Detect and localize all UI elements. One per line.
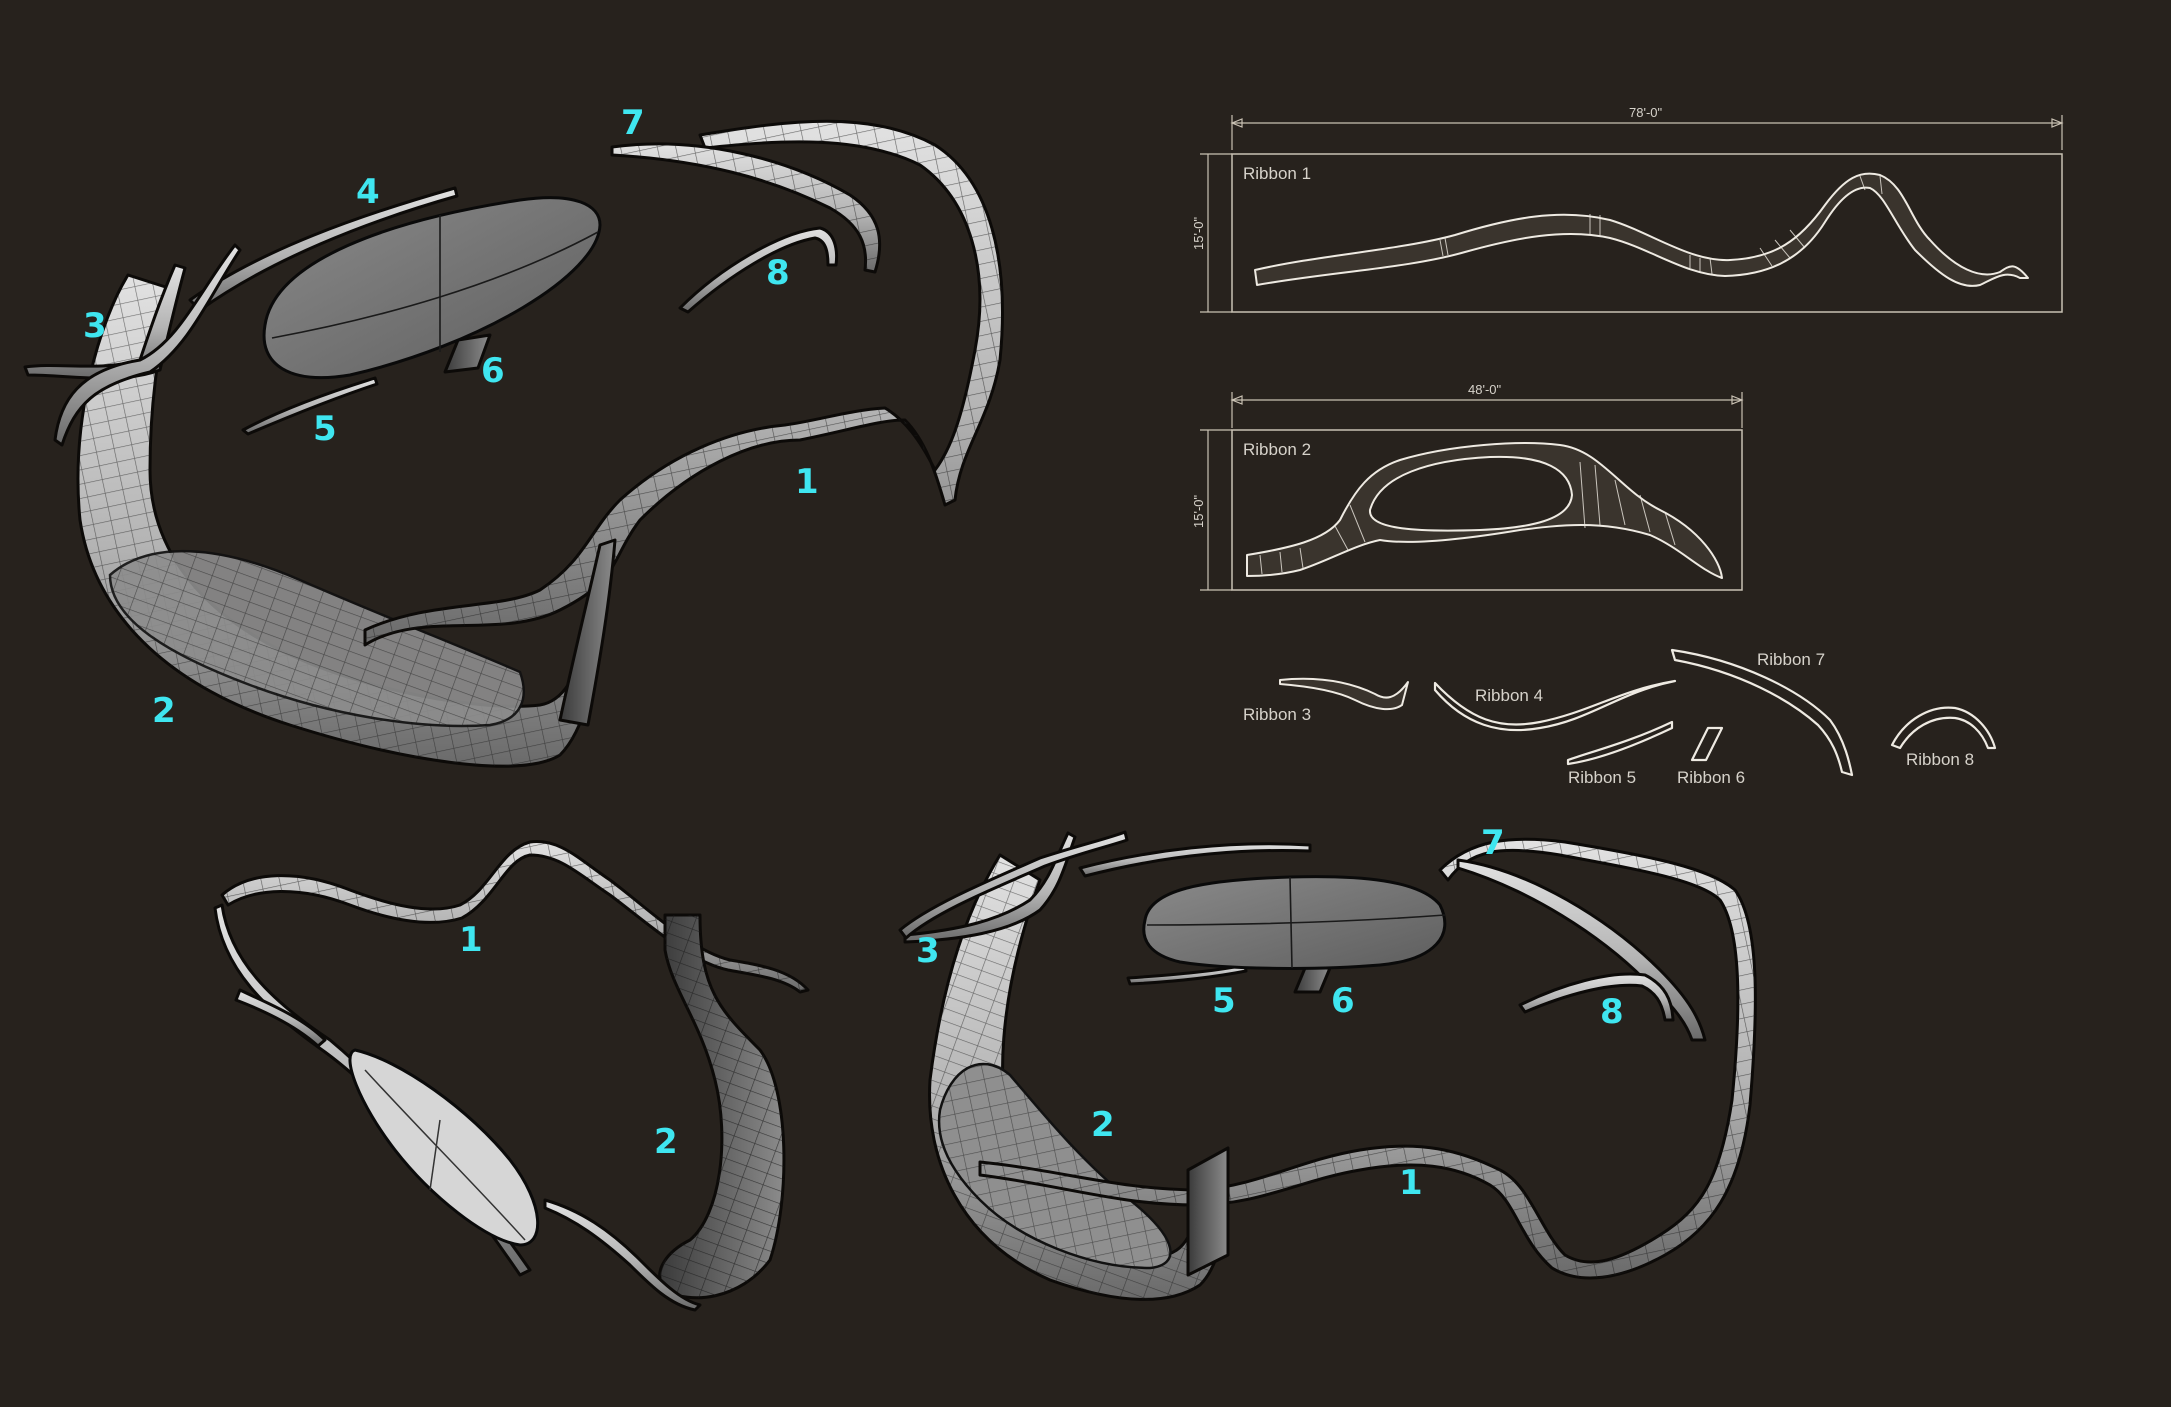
ribbon-1-frame	[1231, 153, 2063, 313]
ribbon-6-flat-shape	[1690, 726, 1724, 762]
ribbon-6-label: Ribbon 6	[1677, 768, 1745, 787]
callout-1-top-left: 1	[795, 462, 819, 502]
ribbon-5-flat-shape	[1566, 720, 1674, 766]
ribbon-4-label: Ribbon 4	[1475, 686, 1543, 705]
callout-2-bottom-left: 2	[654, 1122, 678, 1162]
perspective-view-bottom-left: 1 2	[213, 840, 810, 1312]
ribbon-4-surface	[188, 186, 459, 312]
callout-5-top-left: 5	[313, 409, 337, 449]
flat-pattern-sheet: 78'-0" 15'-0" Ribbon 1	[1191, 105, 2064, 787]
canopy-top-left	[262, 196, 602, 380]
ribbon-6-surface-bottom-right	[1293, 966, 1332, 994]
callout-5-bottom-right: 5	[1212, 981, 1236, 1021]
ribbon-5-surface-bottom-right	[1126, 963, 1248, 986]
ribbon-lower-strands-bottom-left	[543, 1198, 702, 1312]
ribbon-1-height-dimension: 15'-0"	[1191, 216, 1206, 250]
callout-2-top-left: 2	[152, 691, 176, 731]
callout-1-bottom-left: 1	[459, 920, 483, 960]
ribbon-7-flat-shape	[1670, 648, 1854, 777]
ribbon-1-surface	[363, 119, 1004, 647]
ribbon-3-tail	[53, 243, 242, 447]
ribbon-1-width-dimension: 78'-0"	[1629, 105, 1663, 120]
ribbon-8-label: Ribbon 8	[1906, 750, 1974, 769]
ribbon-7-label: Ribbon 7	[1757, 650, 1825, 669]
ribbon-1-layout: 78'-0" 15'-0" Ribbon 1	[1191, 105, 2064, 313]
callout-3-bottom-right: 3	[916, 931, 940, 971]
ribbon-2-floor-mesh	[110, 551, 524, 726]
ribbon-1-riser	[558, 538, 617, 727]
callout-1-bottom-right: 1	[1399, 1163, 1423, 1203]
ribbon-4-flat-shape	[1433, 679, 1677, 732]
ribbon-7-mesh	[612, 143, 880, 272]
ribbon-2-height-dimension: 15'-0"	[1191, 494, 1206, 528]
ribbon-2-floor-mesh-bottom-right	[939, 1063, 1171, 1268]
ribbon-1-surface-bottom-left	[220, 840, 810, 994]
ribbon-3-tail-bottom-right	[898, 830, 1129, 940]
callout-4-top-left: 4	[356, 172, 380, 212]
ribbon-8-flat-shape	[1890, 706, 1997, 750]
ribbon-2-frame	[1231, 429, 1743, 591]
callout-7-bottom-right: 7	[1481, 823, 1505, 863]
ribbon-3-surface-bottom-right	[903, 831, 1077, 944]
callout-7-top-left: 7	[621, 103, 645, 143]
ribbon-strand-2-bottom-left	[234, 988, 327, 1048]
ribbon-5-surface	[241, 376, 379, 436]
perspective-view-bottom-right: 1 2 3 5 6 7 8	[898, 823, 1757, 1301]
ribbon-4-surface-bottom-right	[1078, 842, 1312, 878]
ribbon-1-hatching	[1439, 175, 1883, 275]
callout-8-top-left: 8	[766, 253, 790, 293]
callout-3-top-left: 3	[83, 306, 107, 346]
ribbon-8-surface-bottom-right	[1518, 972, 1675, 1022]
ribbon-3-label: Ribbon 3	[1243, 705, 1311, 724]
canopy-bottom-left	[348, 1048, 540, 1247]
callout-2-bottom-right: 2	[1091, 1105, 1115, 1145]
callout-6-bottom-right: 6	[1331, 981, 1355, 1021]
ribbon-1-flat-shape	[1254, 172, 2029, 287]
callout-8-bottom-right: 8	[1600, 992, 1624, 1032]
ribbon-2-mesh-bottom-left	[659, 915, 784, 1298]
ribbon-1-label: Ribbon 1	[1243, 164, 1311, 183]
ribbon-1-mesh-bottom-right	[980, 839, 1756, 1278]
ribbon-7-surface-bottom-right	[1456, 858, 1707, 1042]
ribbon-1-mesh	[365, 121, 1003, 645]
ribbon-2-hatching	[1259, 461, 1676, 575]
perspective-view-top-left: 1 2 3 4 5 6 7 8	[23, 103, 1004, 768]
ribbon-2-inner-opening	[1368, 455, 1574, 532]
ribbon-6-surface	[443, 333, 492, 374]
ribbon-5-label: Ribbon 5	[1568, 768, 1636, 787]
small-ribbon-pieces: Ribbon 3 Ribbon 4 Ribbon 5 Ribbon 6 Ribb…	[1243, 648, 1997, 787]
ribbon-1-post-bottom-right	[1186, 1146, 1230, 1277]
canopy-bottom-right	[1142, 875, 1447, 970]
callout-6-top-left: 6	[481, 351, 505, 391]
ribbon-3-flat-shape	[1279, 677, 1409, 711]
ribbon-2-label: Ribbon 2	[1243, 440, 1311, 459]
ribbon-2-layout: 48'-0" 15'-0" Ribbon 2	[1191, 382, 1744, 591]
ribbon-2-width-dimension: 48'-0"	[1468, 382, 1502, 397]
ribbon-8-surface	[678, 226, 839, 314]
